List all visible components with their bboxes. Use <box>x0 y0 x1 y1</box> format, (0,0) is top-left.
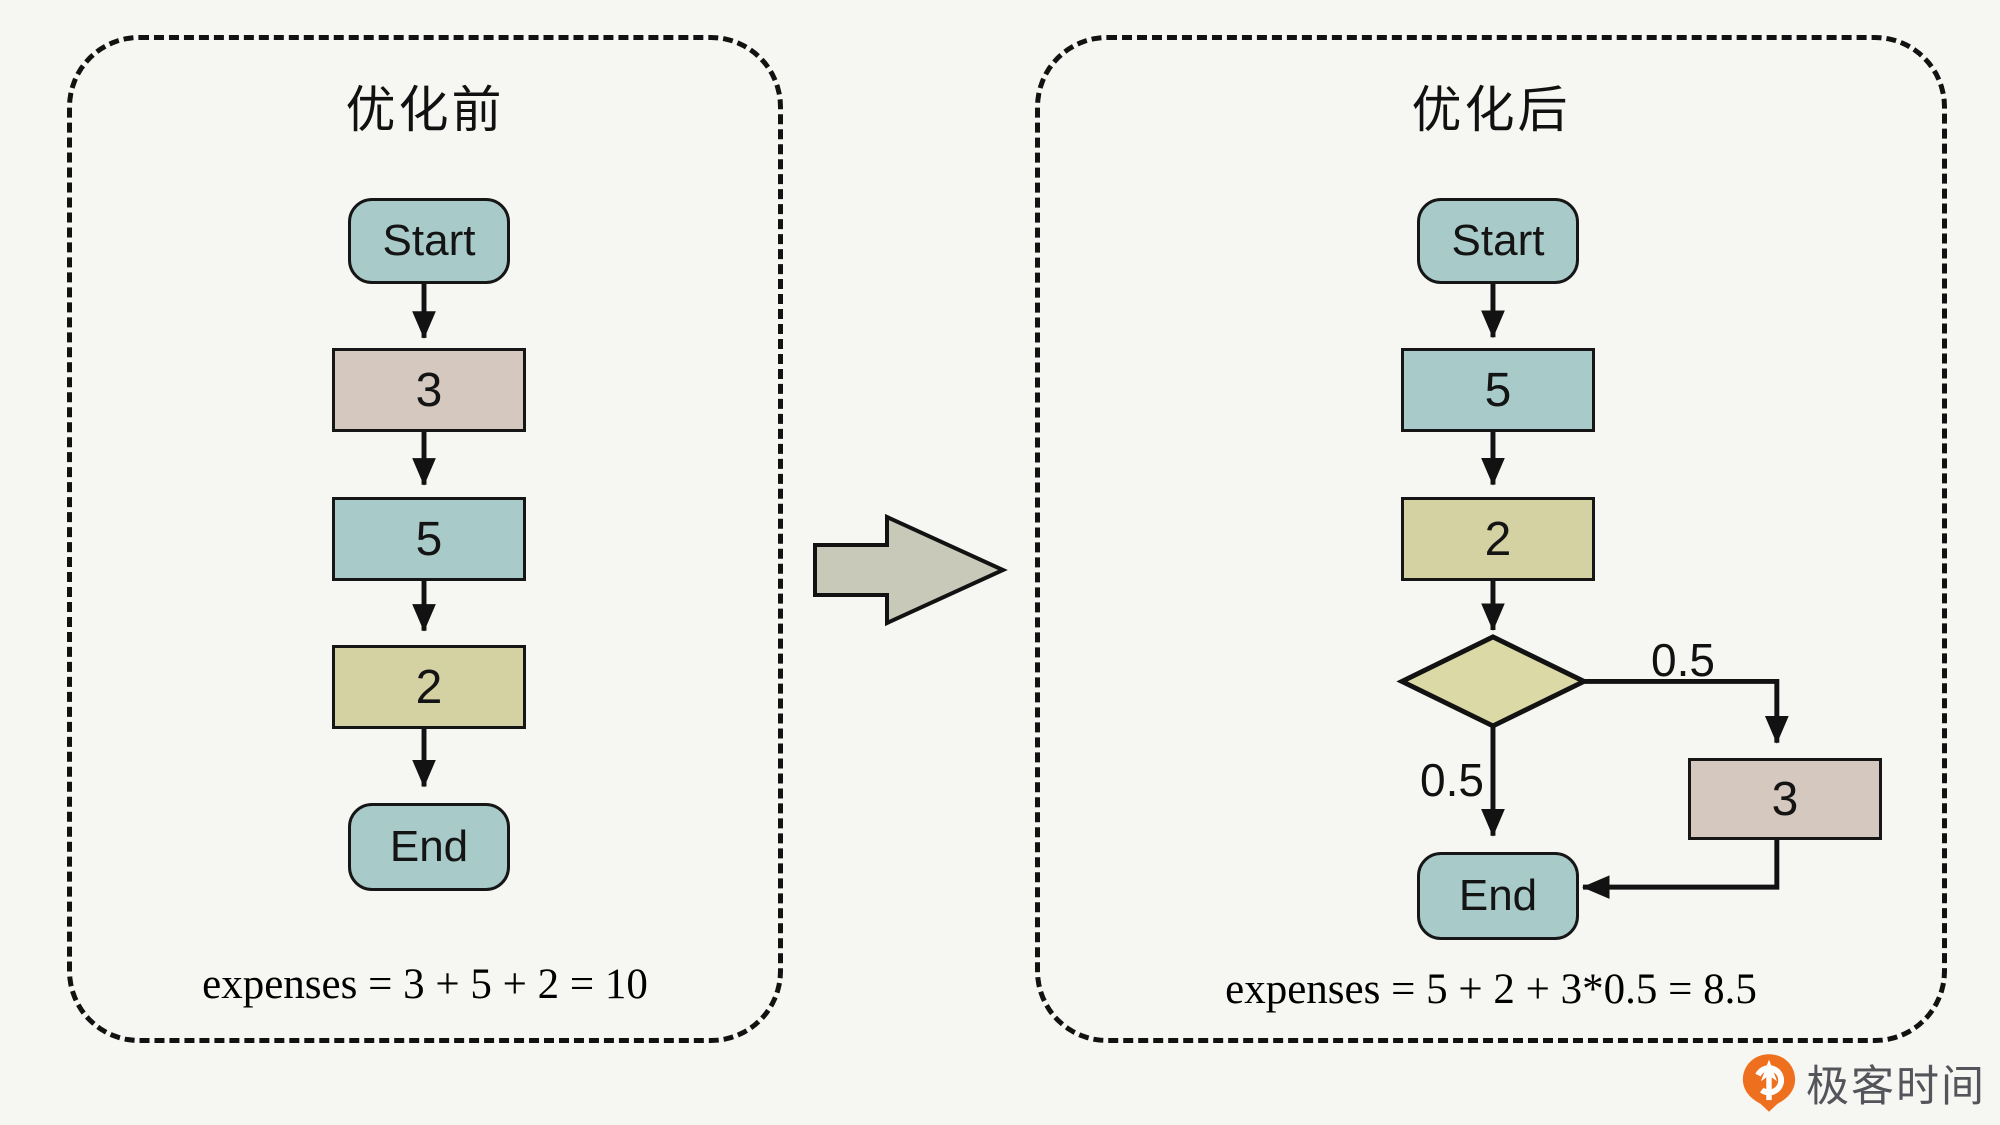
node-end-after-label: End <box>1458 871 1538 920</box>
node-cost-2-after-label: 2 <box>1484 512 1512 566</box>
node-cost-5-after-label: 5 <box>1484 363 1512 417</box>
geektime-pin-icon <box>1742 1054 1796 1112</box>
node-start-after: Start <box>1417 198 1579 284</box>
node-cost-3-after: 3 <box>1688 758 1882 840</box>
node-end-before-label: End <box>389 822 469 871</box>
expenses-formula-before: expenses = 3 + 5 + 2 = 10 <box>202 961 648 1008</box>
expenses-formula-after: expenses = 5 + 2 + 3*0.5 = 8.5 <box>1225 966 1757 1013</box>
branch-right-to-3 <box>1583 678 1789 744</box>
panel-after-optimization: 优化后 Start 5 2 3 End <box>1035 35 1947 1043</box>
transition-arrow-icon <box>813 513 1008 627</box>
geektime-logo: 极客时间 <box>1742 1052 1986 1114</box>
node-start-after-label: Start <box>1451 216 1545 265</box>
node-start-before-label: Start <box>382 216 476 265</box>
branch-probability-right: 0.5 <box>1651 634 1715 686</box>
node-end-before: End <box>348 803 510 891</box>
geektime-logo-text: 极客时间 <box>1806 1063 1986 1111</box>
node-cost-5-before: 5 <box>332 497 526 581</box>
node-cost-2-before-label: 2 <box>415 660 443 714</box>
panel-after-title: 优化后 <box>1411 82 1571 138</box>
node-cost-5-after: 5 <box>1401 348 1595 432</box>
panel-before-optimization: 优化前 Start 3 5 2 End expenses = 3 <box>67 35 783 1043</box>
panel-before-title: 优化前 <box>345 82 505 138</box>
node-cost-2-before: 2 <box>332 645 526 729</box>
node-cost-5-before-label: 5 <box>415 512 443 566</box>
node-cost-3-before: 3 <box>332 348 526 432</box>
node-cost-2-after: 2 <box>1401 497 1595 581</box>
branch-probability-down: 0.5 <box>1420 754 1484 806</box>
arrow-3-to-end <box>1581 831 1780 900</box>
node-cost-3-before-label: 3 <box>415 363 443 417</box>
node-cost-3-after-label: 3 <box>1771 772 1799 826</box>
decision-diamond <box>1396 634 1590 729</box>
node-start-before: Start <box>348 198 510 284</box>
node-end-after: End <box>1417 852 1579 940</box>
